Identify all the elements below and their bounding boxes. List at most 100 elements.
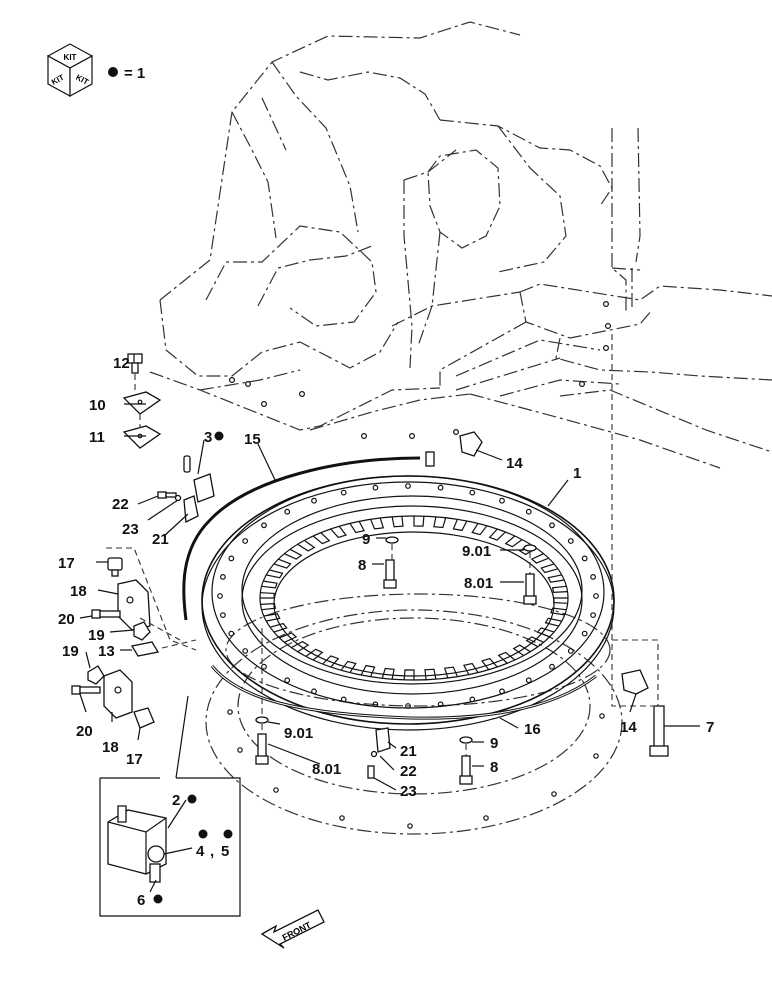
callout-16: 16	[524, 721, 541, 738]
callout-23-upper: 23	[122, 521, 139, 538]
gear-tooth	[530, 553, 549, 564]
bracket-18-lower	[103, 669, 133, 719]
ring-bolt-hole	[405, 483, 411, 489]
gear-tooth	[360, 664, 376, 677]
callout-comma: ,	[210, 843, 214, 860]
gear-tooth	[349, 521, 365, 534]
gear-tooth	[260, 592, 275, 599]
ring-bolt-hole	[372, 701, 379, 708]
elbow-14-upper	[425, 431, 483, 467]
gear-tooth	[370, 517, 385, 530]
callout-2: 2	[172, 792, 180, 809]
ring-bolt-hole	[372, 484, 379, 491]
washer-901-upper	[523, 544, 537, 552]
gear-tooth	[488, 528, 506, 541]
callout-17-upper: 17	[58, 555, 75, 572]
ring-bolt-hole	[469, 696, 476, 703]
bolt-20-lower	[71, 685, 101, 695]
ring-bolt-hole	[581, 630, 588, 637]
mounting-holes-upper	[229, 301, 611, 440]
legend-equals-text: = 1	[124, 65, 145, 82]
callout-8-upper: 8	[358, 557, 366, 574]
gear-tooth	[471, 523, 488, 536]
kit-dot-2	[187, 794, 197, 804]
bolt-8-upper	[383, 559, 397, 589]
ring-bolt-hole	[405, 703, 411, 709]
undercarriage-phantom	[205, 593, 623, 835]
callout-5: 5	[221, 843, 229, 860]
gear-tooth	[463, 662, 479, 675]
elbow-19-lower	[87, 665, 105, 685]
ring-bolt-hole	[437, 484, 444, 491]
ring-bolt-hole	[261, 522, 267, 529]
callout-17-lower: 17	[126, 751, 143, 768]
ring-bolt-hole	[499, 497, 505, 504]
gear-tooth	[525, 636, 544, 648]
gear-tooth	[260, 602, 277, 611]
screw-23-lower	[367, 765, 375, 779]
callout-22-lower: 22	[400, 763, 417, 780]
gear-tooth	[391, 516, 404, 528]
ring-bolt-hole	[219, 612, 226, 618]
fitting-13	[130, 641, 160, 657]
gear-tooth	[550, 607, 567, 616]
ring-bolt-hole	[581, 555, 588, 562]
bolt-12	[127, 353, 143, 374]
callout-14-upper: 14	[506, 455, 523, 472]
callout-9-01-upper: 9.01	[462, 543, 491, 560]
gear-tooth	[424, 668, 437, 680]
ring-bolt-hole	[525, 677, 532, 684]
gear-tooth	[312, 532, 331, 545]
callout-18-upper: 18	[70, 583, 87, 600]
pin-3	[183, 455, 215, 503]
washer-9-lower	[459, 736, 473, 744]
upper-structure-phantom	[149, 21, 772, 469]
ring-bolt-hole	[525, 508, 532, 515]
elbow-14-lower	[621, 669, 649, 695]
detail-inset	[99, 695, 241, 917]
ring-bolt-hole	[549, 663, 555, 670]
ring-bolt-hole	[549, 522, 555, 529]
callout-3: 3	[204, 429, 212, 446]
bracket-18-upper	[117, 579, 151, 631]
gear-tooth	[433, 516, 447, 529]
kit-dot-5	[223, 829, 233, 839]
ring-bolt-hole	[437, 701, 444, 708]
kit-dot-6	[153, 894, 163, 904]
ring-bolt-hole	[311, 688, 317, 695]
washer-22-lower	[370, 750, 378, 758]
washer-901-lower	[255, 716, 269, 724]
callout-19-lower: 19	[62, 643, 79, 660]
gear-tooth	[553, 597, 568, 604]
callout-21-upper: 21	[152, 531, 169, 548]
callout-1: 1	[573, 465, 581, 482]
bolt-20-upper	[91, 609, 121, 619]
gear-tooth	[381, 667, 395, 680]
callout-22-upper: 22	[112, 496, 129, 513]
callout-19-upper: 19	[88, 627, 105, 644]
gear-tooth	[413, 516, 425, 527]
lube-hose	[182, 456, 421, 621]
gear-tooth	[297, 539, 316, 552]
ring-bolt-hole	[340, 489, 347, 496]
ring-bolt-hole	[567, 538, 574, 544]
clip-21-upper	[183, 495, 199, 524]
callout-6: 6	[137, 892, 145, 909]
ring-bolt-hole	[228, 630, 235, 637]
callout-18-lower: 18	[102, 739, 119, 756]
kit-dot-3	[214, 431, 224, 441]
legend-dot-icon	[108, 67, 118, 77]
elbow-19-upper	[133, 621, 151, 641]
gear-tooth	[443, 666, 458, 679]
callout-8-01-lower: 8.01	[312, 761, 341, 778]
ring-bolt-hole	[311, 497, 317, 504]
ring-bolt-hole	[340, 696, 347, 703]
gear-tooth	[261, 580, 278, 589]
front-arrow-icon: FRONT	[260, 909, 325, 949]
callout-9-upper: 9	[362, 531, 370, 548]
gear-tooth	[540, 563, 559, 574]
callout-20-upper: 20	[58, 611, 75, 628]
ring-bolt-hole	[284, 508, 291, 515]
bolt-801-lower	[255, 733, 269, 765]
gear-tooth	[547, 574, 565, 583]
